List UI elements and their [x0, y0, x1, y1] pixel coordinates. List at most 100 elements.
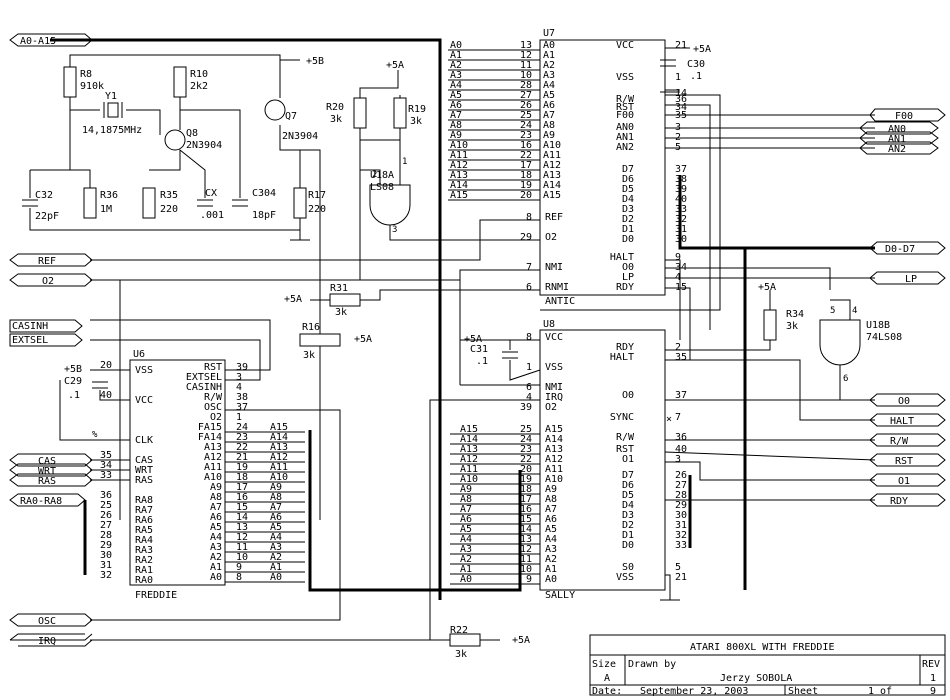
port-label-f00: F00 [895, 111, 913, 122]
sally-addr-net: A7 [460, 504, 472, 515]
sally-pin-name: VCC [545, 332, 563, 343]
sally-pin-name: S0 [622, 562, 634, 573]
port-ra0-ra8: RA0-RA8 [9, 493, 86, 507]
antic-pin-name: D6 [622, 174, 634, 185]
antic-pin-name: A3 [543, 70, 555, 81]
sally-pin-number: 26 [675, 470, 687, 481]
antic-pin-name: VCC [616, 40, 634, 51]
antic-pin-name: LP [622, 272, 634, 283]
power-5a-r34: +5A [758, 282, 776, 293]
antic-pin-number: 25 [520, 110, 532, 121]
antic-pin-number: 11 [520, 60, 532, 71]
freddie-addr-net: A11 [270, 462, 288, 473]
port-o1: O1 [869, 473, 946, 487]
sally-addr-net: A11 [460, 464, 478, 475]
sally-pin-number: 11 [520, 554, 532, 565]
antic-pin-number: 29 [520, 232, 532, 243]
antic-pin-number: 21 [675, 40, 687, 51]
r31-value: 3k [335, 307, 347, 318]
r34-value: 3k [786, 321, 798, 332]
antic-pin-name: A4 [543, 80, 555, 91]
antic-pin-number: 16 [520, 140, 532, 151]
freddie-pin-name: RA5 [135, 525, 153, 536]
port-label-o1: O1 [898, 476, 910, 487]
sally-pin-number: 39 [520, 402, 532, 413]
freddie-pin-name: RA2 [135, 555, 153, 566]
port-label-cas: CAS [38, 456, 56, 467]
sally-pin-number: 15 [520, 514, 532, 525]
sally-pin-number: 6 [526, 382, 532, 393]
sally-pin-name: A7 [545, 504, 557, 515]
antic-addr-net: A14 [450, 180, 468, 191]
sally-pin-number: 23 [520, 444, 532, 455]
sync-no-connect-mark: × [666, 414, 672, 425]
sally-pin-number: 24 [520, 434, 532, 445]
sally-addr-net: A3 [460, 544, 472, 555]
power-5a-r31: +5A [284, 294, 302, 305]
r16-ref: R16 [302, 322, 320, 333]
sally-pin-name: A0 [545, 574, 557, 585]
freddie-pin-number: 18 [236, 472, 248, 483]
port-label-wrt: WRT [38, 466, 56, 477]
port-label-ras: RAS [38, 476, 56, 487]
cx-value: .001 [200, 210, 224, 221]
sally-pin-number: 33 [675, 540, 687, 551]
sally-pin-number: 8 [526, 332, 532, 343]
sally-pin-name: R/W [616, 432, 635, 443]
sally-pin-number: 17 [520, 494, 532, 505]
freddie-pin-name: CASINH [186, 382, 222, 393]
antic-pin-number: 5 [675, 142, 681, 153]
c304-value: 18pF [252, 210, 276, 221]
sally-pin-name: D1 [622, 530, 634, 541]
freddie-pin-number: 38 [236, 392, 248, 403]
antic-addr-net: A10 [450, 140, 468, 151]
freddie-pin-number: 39 [236, 362, 248, 373]
antic-pin-number: 32 [675, 214, 687, 225]
sally-pin-name: A13 [545, 444, 563, 455]
freddie-pin-number: 19 [236, 462, 248, 473]
port-label-irq: IRQ [38, 636, 56, 647]
sally-pin-name: A6 [545, 514, 557, 525]
sally-pin-number: 9 [526, 574, 532, 585]
r8-value: 910k [80, 81, 104, 92]
antic-pin-number: 2 [675, 132, 681, 143]
port-halt: HALT [869, 413, 946, 427]
antic-pin-number: 7 [526, 262, 532, 273]
antic-pin-number: 10 [520, 70, 532, 81]
c304-ref: C304 [252, 188, 276, 199]
port-label-rdy: RDY [890, 496, 908, 507]
freddie-addr-net: A14 [270, 432, 288, 443]
sheet-total: 9 [930, 686, 936, 697]
c30-ref: C30 [687, 59, 705, 70]
cx-ref: CX [205, 188, 217, 199]
freddie-pin-name: WRT [135, 465, 153, 476]
r17-ref: R17 [308, 190, 326, 201]
sally-pin-number: 32 [675, 530, 687, 541]
antic-pin-number: 26 [520, 100, 532, 111]
c32-value: 22pF [35, 211, 59, 222]
freddie-pin-name: EXTSEL [186, 372, 222, 383]
freddie-pin-number: 36 [100, 490, 112, 501]
freddie-addr-net: A15 [270, 422, 288, 433]
antic-pin-name: A11 [543, 150, 561, 161]
svg-text:1: 1 [402, 157, 407, 167]
antic-pin-number: 15 [675, 282, 687, 293]
sally-pin-name: A10 [545, 474, 563, 485]
q8-value: 2N3904 [186, 140, 222, 151]
freddie-pin-name: RA3 [135, 545, 153, 556]
antic-addr-net: A13 [450, 170, 468, 181]
svg-text:5: 5 [830, 306, 835, 316]
u18b-value: 74LS08 [866, 332, 902, 343]
sally-pin-number: 3 [675, 454, 681, 465]
freddie-pin-number: 33 [100, 470, 112, 481]
r8-ref: R8 [80, 69, 92, 80]
freddie-pin-name: A8 [210, 492, 222, 503]
freddie-pin-number: 17 [236, 482, 248, 493]
sally-addr-net: A12 [460, 454, 478, 465]
freddie-pin-number: 20 [100, 360, 112, 371]
freddie-pin-number: 30 [100, 550, 112, 561]
antic-pin-number: 35 [675, 110, 687, 121]
sally-pin-name: A5 [545, 524, 557, 535]
r22-ref: R22 [450, 625, 468, 636]
freddie-pin-name: A4 [210, 532, 222, 543]
